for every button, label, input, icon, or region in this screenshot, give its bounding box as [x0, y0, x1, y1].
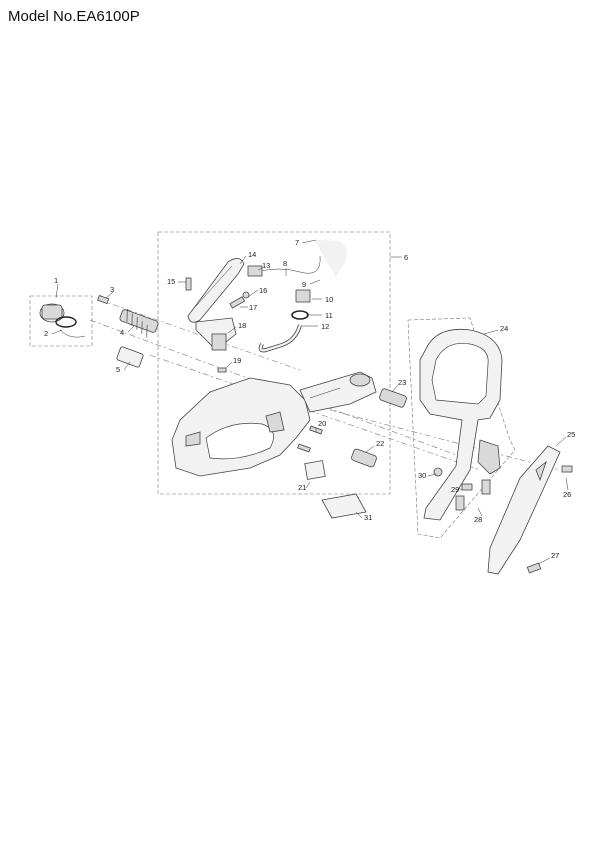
- callout-24: 24: [500, 324, 508, 333]
- callout-26: 26: [563, 490, 571, 499]
- callout-6: 6: [404, 253, 408, 262]
- screw-part-29: [461, 483, 473, 491]
- screw-part-26: [561, 465, 573, 473]
- callout-2: 2: [44, 329, 48, 338]
- callout-30: 30: [418, 471, 426, 480]
- callout-5: 5: [116, 365, 120, 374]
- callout-7: 7: [295, 238, 299, 247]
- group-box-parts-1-2: [29, 295, 93, 347]
- wire-part-8: [255, 255, 321, 274]
- pin-part-17: [229, 296, 246, 309]
- callout-25: 25: [567, 430, 575, 439]
- spring-part-16: [242, 291, 250, 299]
- screw-part-3: [97, 294, 110, 305]
- model-number-title: Model No.EA6100P: [8, 8, 140, 25]
- rear-handle-housing: [171, 371, 377, 477]
- callout-23: 23: [398, 378, 406, 387]
- group-box-housing: [157, 231, 391, 495]
- screw-part-15: [185, 277, 192, 291]
- callout-15: 15: [167, 277, 175, 286]
- callout-21: 21: [298, 483, 306, 492]
- group-box-front-handle: [407, 317, 516, 539]
- leader-lines: [51, 239, 569, 565]
- spring-part-4: [119, 309, 159, 338]
- label-part-31: [321, 493, 367, 519]
- front-handle-part-24: [419, 328, 503, 521]
- oring-part-11: [291, 310, 309, 320]
- clip-part-13: [247, 265, 263, 277]
- assembly-line: [329, 409, 561, 471]
- callout-10: 10: [325, 295, 333, 304]
- handle-cover-part-14: [187, 258, 245, 323]
- rod-part-7: [313, 238, 349, 279]
- callout-22: 22: [376, 439, 384, 448]
- callout-14: 14: [248, 250, 256, 259]
- callout-20: 20: [318, 419, 326, 428]
- pin-part-19: [217, 367, 227, 373]
- callout-29: 29: [451, 485, 459, 494]
- callout-13: 13: [262, 261, 270, 270]
- guard-plate-part-25: [487, 445, 561, 575]
- assembly-line: [149, 354, 481, 471]
- fitting-part-10: [295, 289, 311, 303]
- callout-4: 4: [120, 328, 124, 337]
- callout-16: 16: [259, 286, 267, 295]
- callout-9: 9: [302, 280, 306, 289]
- screw-part-27: [526, 562, 542, 574]
- callout-11: 11: [325, 311, 333, 320]
- damper-part-22: [351, 448, 377, 468]
- fuel-cap-part: [39, 303, 86, 338]
- washer-part-30: [433, 467, 443, 477]
- screw-part-28b: [481, 479, 491, 495]
- plate-part-21: [304, 460, 326, 480]
- damper-part-23: [379, 388, 407, 408]
- callout-17: 17: [249, 303, 257, 312]
- callout-18: 18: [238, 321, 246, 330]
- callout-labels: 1 2 3 4 5 6 7 8 9 10 11 12 13 14 15 16 1…: [44, 238, 575, 560]
- damper-part-5: [116, 346, 144, 368]
- screw-part-28a: [455, 495, 465, 511]
- callout-12: 12: [321, 322, 329, 331]
- callout-28: 28: [474, 515, 482, 524]
- callout-27: 27: [551, 551, 559, 560]
- callout-1: 1: [54, 276, 58, 285]
- assembly-line: [89, 319, 471, 461]
- callout-31: 31: [364, 513, 372, 522]
- callout-3: 3: [110, 285, 114, 294]
- callout-8: 8: [283, 259, 287, 268]
- callout-19: 19: [233, 356, 241, 365]
